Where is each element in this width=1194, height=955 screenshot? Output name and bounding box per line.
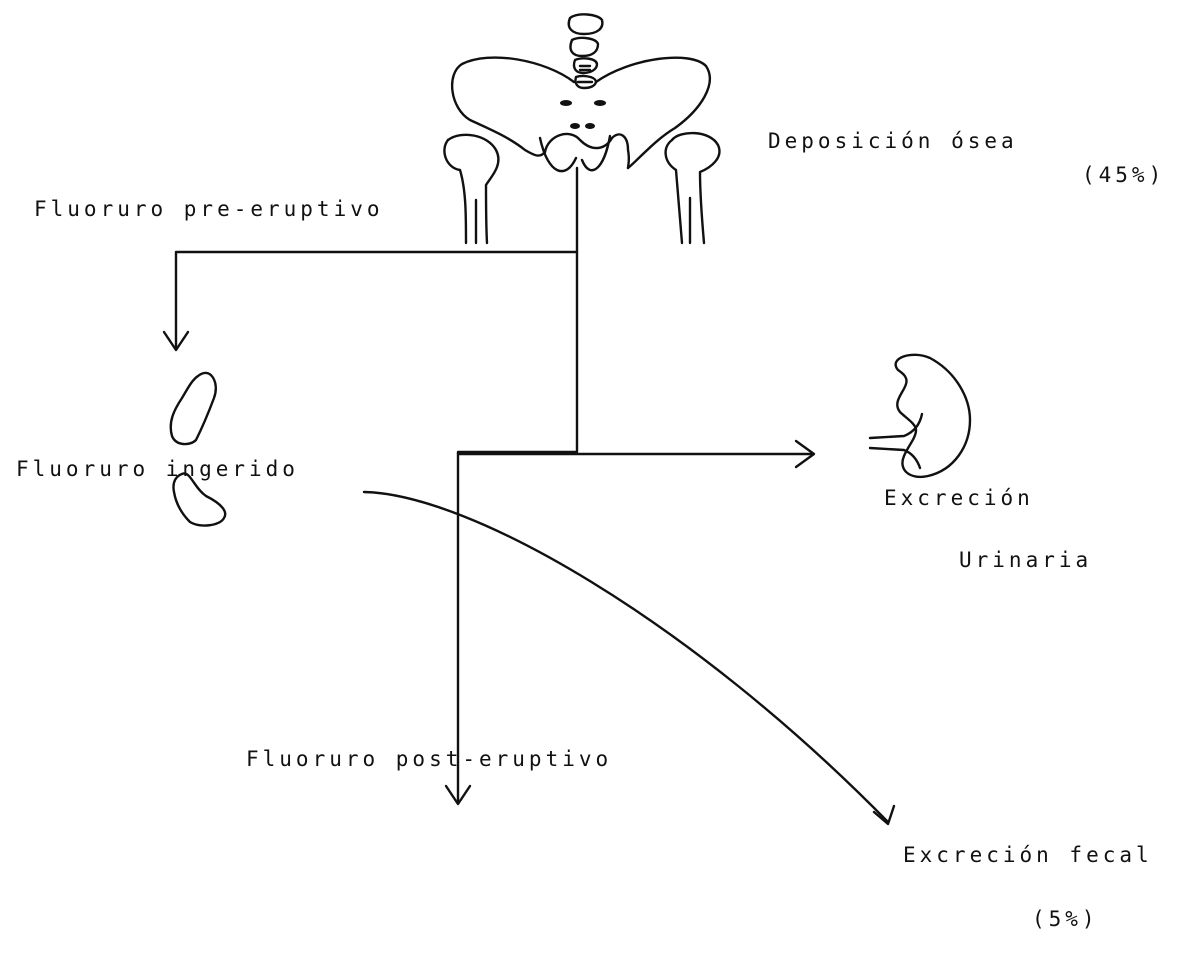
pre-eruptive-label: Fluoruro pre-eruptivo xyxy=(34,199,384,220)
fecal-arrow-head xyxy=(874,806,894,824)
pre-eruptive-arrow xyxy=(176,252,577,348)
fecal-excretion-percent: (5%) xyxy=(1032,909,1099,930)
kidney-icon xyxy=(870,355,970,477)
fecal-arrow xyxy=(364,492,888,822)
bone-deposition-label: Deposición ósea xyxy=(768,131,1018,152)
bone-deposition-percent: (45%) xyxy=(1082,165,1165,186)
pelvis-icon xyxy=(444,14,719,243)
urinary-excretion-label-2: Urinaria xyxy=(959,550,1092,571)
flow-arrows xyxy=(164,168,894,824)
tooth-icon xyxy=(171,373,225,526)
fecal-excretion-label: Excreción fecal xyxy=(903,845,1153,866)
ingested-label: Fluoruro ingerido xyxy=(16,459,299,480)
post-eruptive-label: Fluoruro post-eruptivo xyxy=(246,749,612,770)
urinary-excretion-label-1: Excreción xyxy=(884,488,1034,509)
